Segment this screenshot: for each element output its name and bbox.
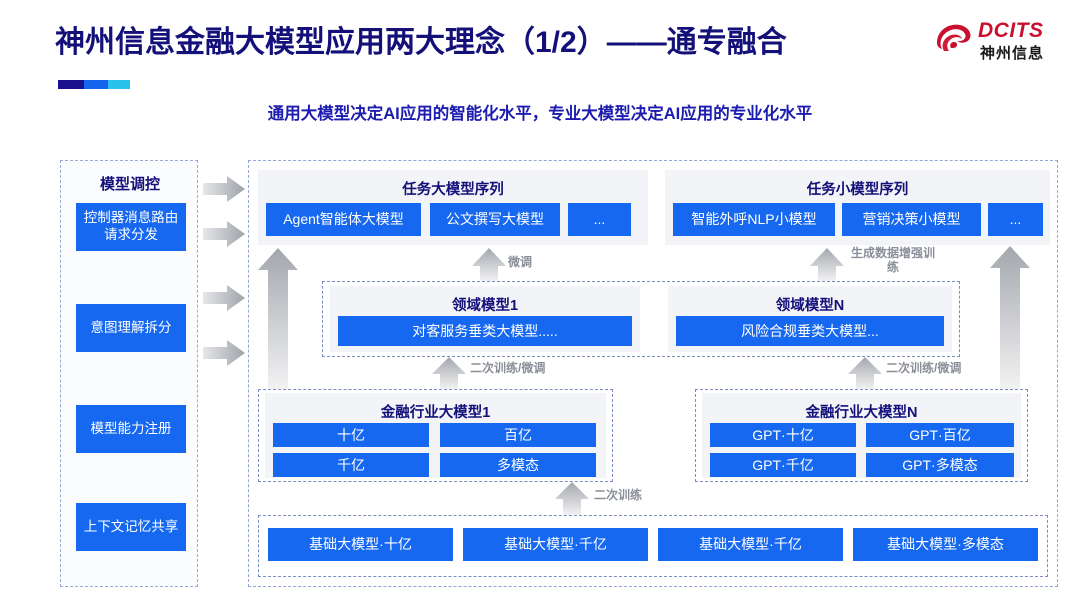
flow-arrow-right-3 xyxy=(203,285,245,311)
domain-model-item-2[interactable]: 风险合规垂类大模型... xyxy=(676,316,944,346)
page-header: 神州信息金融大模型应用两大理念（1/2）——通专融合 DCITS 神州信息 通用… xyxy=(0,0,1080,123)
base-model-item-3[interactable]: 基础大模型·千亿 xyxy=(658,528,843,561)
page-subtitle: 通用大模型决定AI应用的智能化水平，专业大模型决定AI应用的专业化水平 xyxy=(267,105,813,123)
control-item-context[interactable]: 上下文记忆共享 xyxy=(76,503,186,551)
task-small-model-title: 任务小模型序列 xyxy=(806,182,909,198)
control-panel: 模型调控 控制器消息路由请求分发 意图理解拆分 模型能力注册 上下文记忆共享 xyxy=(60,160,198,587)
title-accent-bar xyxy=(58,80,130,89)
industry-model-1-item-1[interactable]: 十亿 xyxy=(273,423,429,447)
industry-model-2-item-2[interactable]: GPT·百亿 xyxy=(866,423,1014,447)
domain-model-title-2: 领域模型N xyxy=(775,298,845,314)
industry-model-frame-2 xyxy=(695,389,1028,482)
model-architecture-frame xyxy=(248,160,1058,587)
arrow-label-data-aug: 生成数据增强训练 xyxy=(850,246,935,275)
control-item-intent[interactable]: 意图理解拆分 xyxy=(76,304,186,352)
page-title: 神州信息金融大模型应用两大理念（1/2）——通专融合 xyxy=(55,26,787,59)
task-small-model-item-3[interactable]: ... xyxy=(988,203,1043,236)
industry-model-2-item-3[interactable]: GPT·千亿 xyxy=(710,453,856,477)
accent-segment-3 xyxy=(108,80,130,89)
control-item-router[interactable]: 控制器消息路由请求分发 xyxy=(76,203,186,251)
arrow-label-fine-tune: 微调 xyxy=(508,255,533,269)
task-small-model-item-2[interactable]: 营销决策小模型 xyxy=(842,203,981,236)
arrow-label-retrain: 二次训练 xyxy=(594,488,643,502)
flow-arrow-right-4 xyxy=(203,340,245,366)
accent-segment-1 xyxy=(58,80,84,89)
domain-model-title-1: 领域模型1 xyxy=(451,298,519,314)
task-large-model-item-3[interactable]: ... xyxy=(568,203,631,236)
industry-model-title-2: 金融行业大模型N xyxy=(805,405,918,421)
arrow-label-retrain-finetune-left: 二次训练/微调 xyxy=(470,361,546,375)
logo-text-cn: 神州信息 xyxy=(980,45,1045,62)
base-model-item-1[interactable]: 基础大模型·十亿 xyxy=(268,528,453,561)
industry-model-1-item-3[interactable]: 千亿 xyxy=(273,453,429,477)
control-item-registry[interactable]: 模型能力注册 xyxy=(76,405,186,453)
industry-model-frame-1 xyxy=(258,389,613,482)
company-logo: DCITS 神州信息 xyxy=(934,17,1062,69)
industry-model-2-item-4[interactable]: GPT·多模态 xyxy=(866,453,1014,477)
arrow-label-retrain-finetune-right: 二次训练/微调 xyxy=(886,361,962,375)
control-panel-title: 模型调控 xyxy=(99,176,160,193)
industry-model-title-1: 金融行业大模型1 xyxy=(380,405,491,421)
base-model-item-2[interactable]: 基础大模型·千亿 xyxy=(463,528,648,561)
industry-model-1-item-4[interactable]: 多模态 xyxy=(440,453,596,477)
domain-model-frame xyxy=(322,281,960,357)
task-large-model-item-2[interactable]: 公文撰写大模型 xyxy=(430,203,560,236)
task-large-model-item-1[interactable]: Agent智能体大模型 xyxy=(266,203,421,236)
base-model-item-4[interactable]: 基础大模型·多模态 xyxy=(853,528,1038,561)
accent-segment-2 xyxy=(84,80,108,89)
dcits-swoosh-icon xyxy=(937,24,971,51)
task-large-model-title: 任务大模型序列 xyxy=(402,182,504,198)
industry-model-2-item-1[interactable]: GPT·十亿 xyxy=(710,423,856,447)
flow-arrow-right-2 xyxy=(203,221,245,247)
industry-model-1-item-2[interactable]: 百亿 xyxy=(440,423,596,447)
logo-text-en: DCITS xyxy=(978,19,1044,42)
domain-model-item-1[interactable]: 对客服务垂类大模型..... xyxy=(338,316,632,346)
flow-arrow-right-1 xyxy=(203,176,245,202)
task-small-model-item-1[interactable]: 智能外呼NLP小模型 xyxy=(673,203,835,236)
base-model-frame xyxy=(258,515,1048,577)
